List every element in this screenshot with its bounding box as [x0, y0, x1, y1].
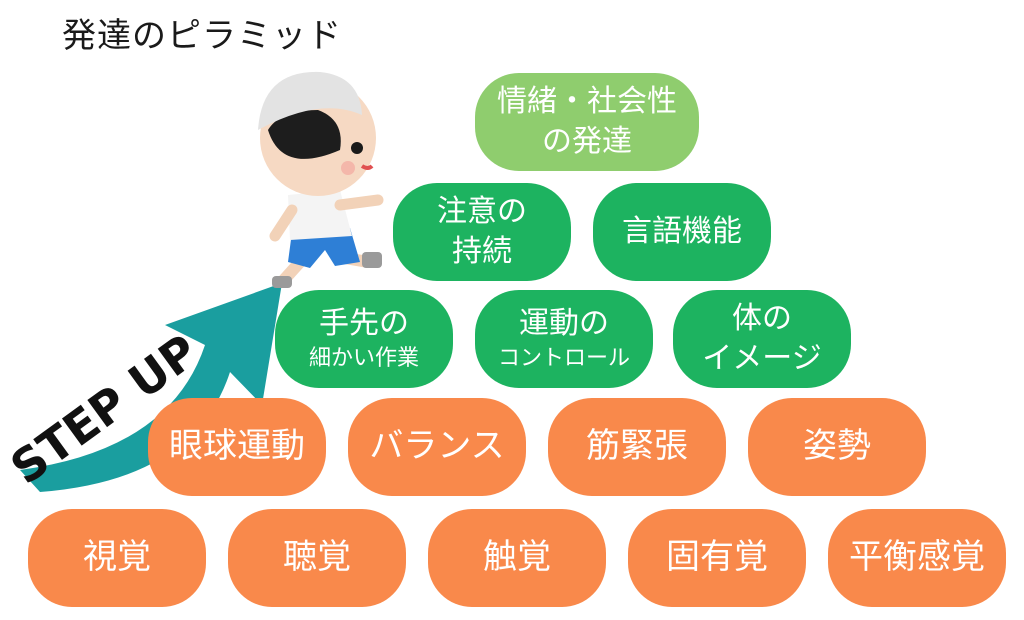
pyramid-item-balance: バランス [348, 398, 526, 496]
pyramid-item-touch: 触覚 [428, 509, 606, 607]
pyramid-top-social-emotional: 情緒・社会性 の発達 [475, 73, 699, 171]
pyramid-item-vision: 視覚 [28, 509, 206, 607]
pyramid-item-posture: 姿勢 [748, 398, 926, 496]
pyramid-item-proprioception: 固有覚 [628, 509, 806, 607]
pyramid-item-language: 言語機能 [593, 183, 771, 281]
page-title: 発達のピラミッド [62, 16, 342, 56]
pyramid-item-eye-movement: 眼球運動 [148, 398, 326, 496]
pyramid-item-attention: 注意の 持続 [393, 183, 571, 281]
pyramid-item-motor-control: 運動の コントロール [475, 290, 653, 388]
pyramid-item-fine-motor: 手先の 細かい作業 [275, 290, 453, 388]
pyramid-item-hearing: 聴覚 [228, 509, 406, 607]
pyramid-item-vestibular: 平衡感覚 [828, 509, 1006, 607]
pyramid-item-body-image: 体の イメージ [673, 290, 851, 388]
running-child-icon [258, 71, 384, 288]
pyramid-item-muscle-tone: 筋緊張 [548, 398, 726, 496]
